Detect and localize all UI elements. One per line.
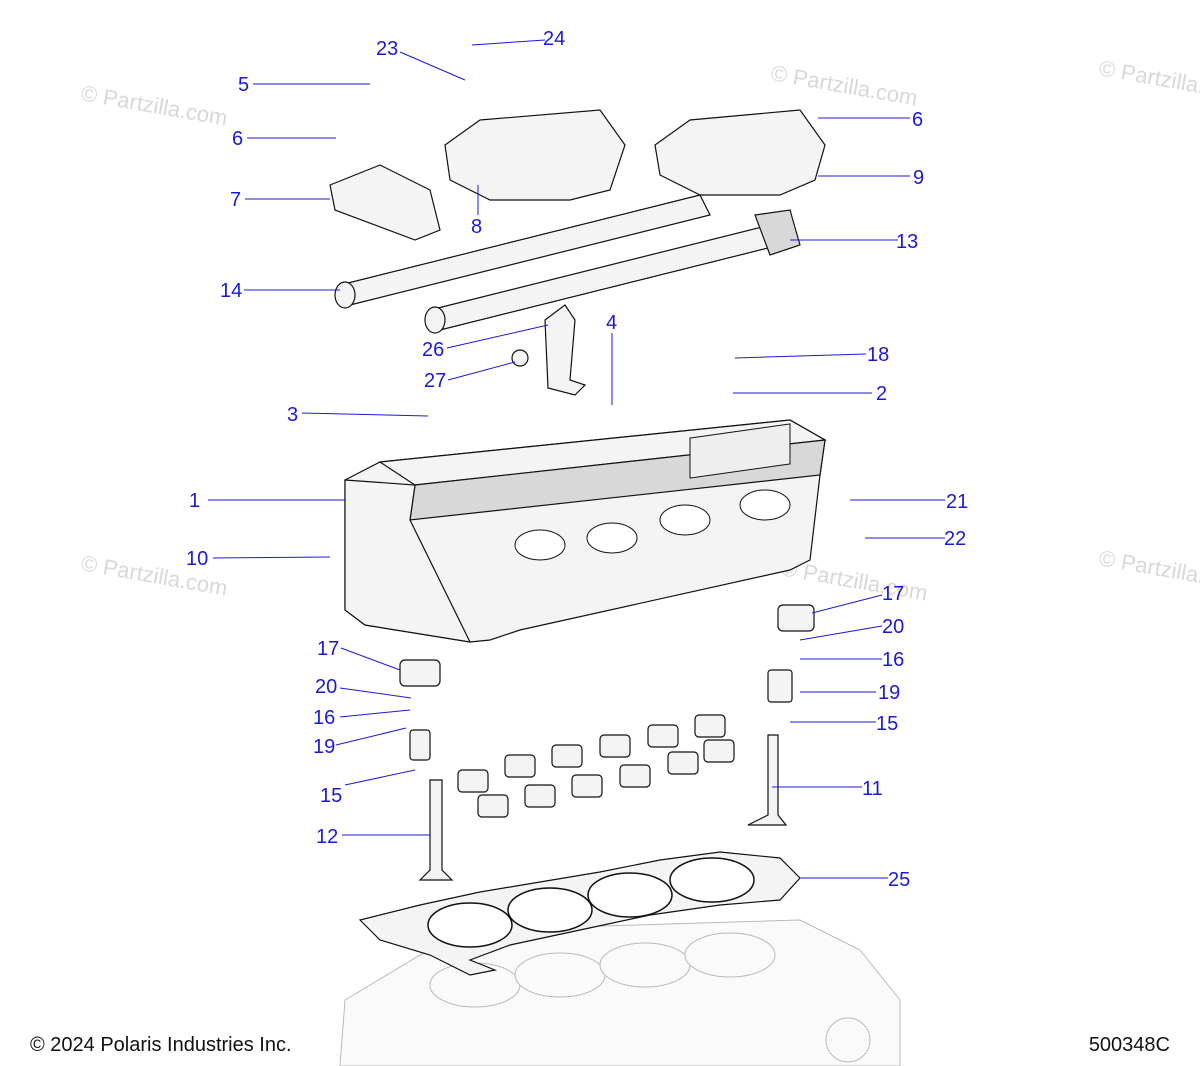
cylinder-head [344, 419, 827, 643]
copyright-notice: © 2024 Polaris Industries Inc. [30, 1034, 292, 1056]
callout-1: 1 [189, 490, 200, 512]
callout-5: 5 [238, 74, 249, 96]
callout-19-left: 19 [313, 736, 335, 758]
drawing-number: 500348C [1088, 1034, 1170, 1056]
camshafts [334, 194, 801, 334]
callout-15-right: 15 [876, 713, 898, 735]
callout-16-left: 16 [313, 707, 335, 729]
cam-chain-guide [511, 304, 587, 396]
callout-20-left: 20 [315, 676, 337, 698]
callout-15-left: 15 [320, 785, 342, 807]
callout-16-right: 16 [882, 649, 904, 671]
head-gasket [358, 851, 801, 976]
watermark-top-left: © Partzilla.com [79, 80, 229, 130]
leader-lines [208, 39, 945, 879]
callout-labels: 1 2 3 4 5 6 6 7 8 9 10 11 12 13 14 15 15… [186, 28, 968, 891]
valve-train [399, 604, 815, 881]
callout-17-right: 17 [882, 583, 904, 605]
callout-17-left: 17 [317, 638, 339, 660]
callout-11: 11 [862, 778, 883, 800]
callout-3: 3 [287, 404, 298, 426]
callout-6-right: 6 [912, 109, 923, 131]
callout-22: 22 [944, 528, 966, 550]
callout-7: 7 [230, 189, 241, 211]
callout-20-right: 20 [882, 616, 904, 638]
callout-27: 27 [424, 370, 446, 392]
callout-23: 23 [376, 38, 398, 60]
watermark-mid-right: © Partzilla.com [1097, 545, 1200, 595]
callout-24: 24 [543, 28, 565, 50]
callout-19-right: 19 [878, 682, 900, 704]
callout-26: 26 [422, 339, 444, 361]
cam-caps [329, 109, 826, 241]
callout-18: 18 [867, 344, 889, 366]
callout-10: 10 [186, 548, 208, 570]
callout-12: 12 [316, 826, 338, 848]
watermark-top-middle: © Partzilla.com [769, 60, 919, 110]
callout-13: 13 [896, 231, 918, 253]
callout-14: 14 [220, 280, 242, 302]
callout-8: 8 [471, 216, 482, 238]
callout-4: 4 [606, 312, 617, 334]
callout-9: 9 [913, 167, 924, 189]
callout-21: 21 [946, 491, 968, 513]
callout-2: 2 [876, 383, 887, 405]
callout-25: 25 [888, 869, 910, 891]
watermark-top-right: © Partzilla.com [1097, 55, 1200, 105]
callout-6-left: 6 [232, 128, 243, 150]
